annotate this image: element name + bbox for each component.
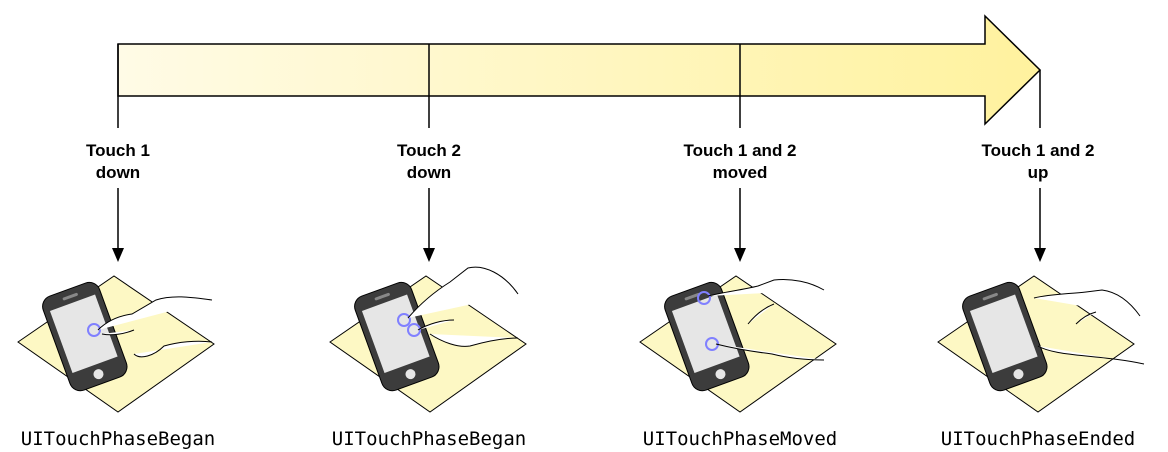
phone-illustration-4 <box>937 275 1145 413</box>
touch-point-icon <box>397 313 411 327</box>
event-label-line1: Touch 2 <box>397 141 461 160</box>
touch-point-icon <box>87 323 101 337</box>
phone-illustration-1 <box>17 275 215 413</box>
phone-illustration-2 <box>329 266 527 413</box>
event-label-line1: Touch 1 and 2 <box>981 141 1095 160</box>
timeline-arrow <box>117 14 1042 126</box>
phase-label-1: UITouchPhaseBegan <box>20 428 216 450</box>
hand-icon <box>707 279 825 361</box>
phase-label-3: UITouchPhaseMoved <box>642 428 838 450</box>
event-label-2: Touch 2 down <box>329 140 529 184</box>
down-arrow-2 <box>423 188 435 262</box>
event-label-line2: moved <box>712 163 768 182</box>
touch-point-icon <box>407 323 421 337</box>
event-label-4: Touch 1 and 2 up <box>938 140 1138 184</box>
down-arrow-3 <box>734 188 746 262</box>
touch-point-icon <box>697 291 711 305</box>
hand-icon <box>407 266 519 347</box>
phase-label-4: UITouchPhaseEnded <box>940 428 1136 450</box>
phase-label-2: UITouchPhaseBegan <box>331 428 527 450</box>
event-label-line2: down <box>406 163 452 182</box>
hand-icon <box>1033 289 1145 365</box>
phone-illustration-3 <box>639 275 837 413</box>
event-label-line1: Touch 1 <box>86 141 150 160</box>
event-label-1: Touch 1 down <box>18 140 218 184</box>
event-label-line2: down <box>95 163 141 182</box>
down-arrow-4 <box>1034 188 1046 262</box>
event-label-3: Touch 1 and 2 moved <box>640 140 840 184</box>
event-label-line2: up <box>1027 163 1049 182</box>
event-label-line1: Touch 1 and 2 <box>683 141 797 160</box>
hand-icon <box>97 296 213 358</box>
down-arrow-1 <box>112 188 124 262</box>
